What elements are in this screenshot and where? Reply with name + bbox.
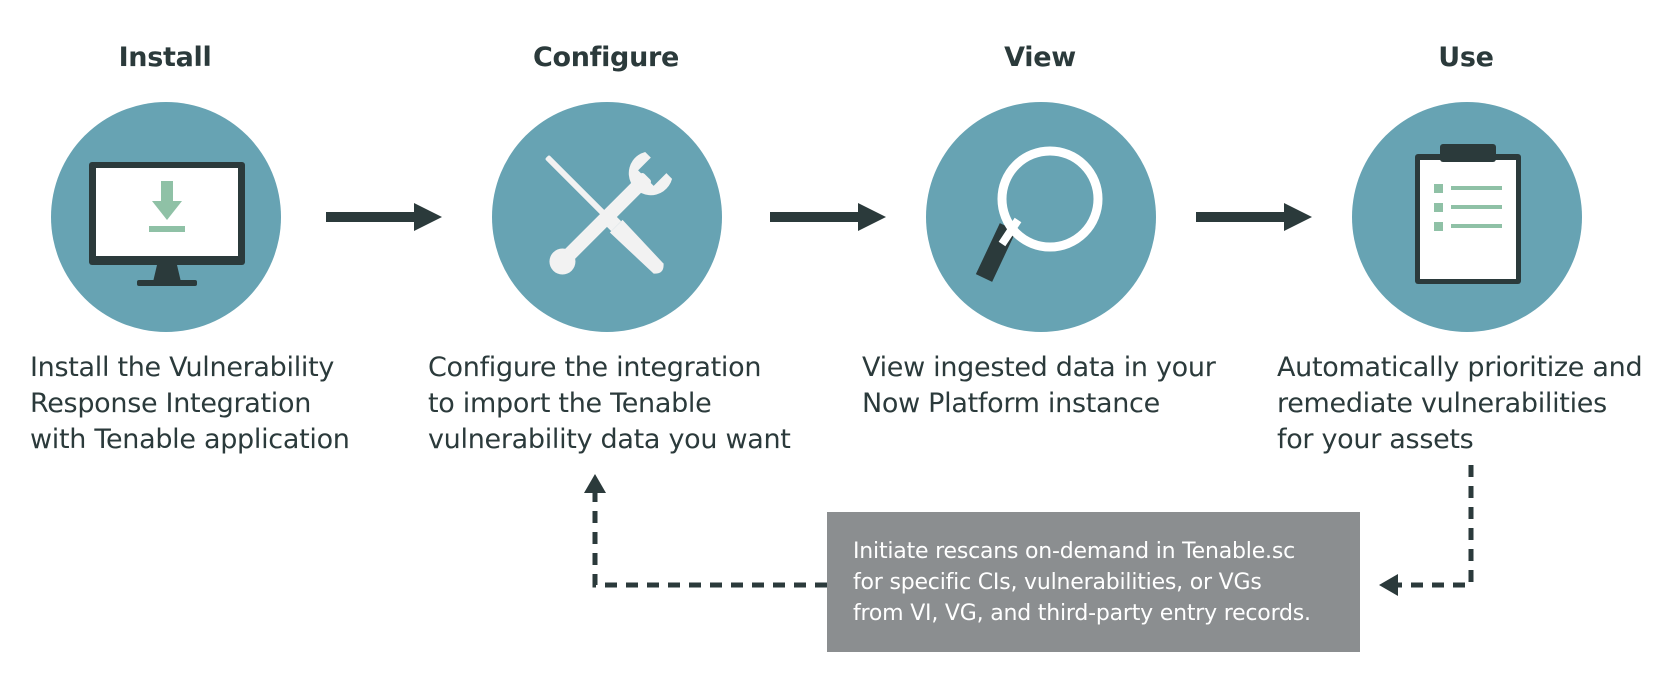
rescan-line: Initiate rescans on-demand in Tenable.sc xyxy=(853,539,1295,564)
description-line: vulnerability data you want xyxy=(428,424,791,455)
step-circle-view xyxy=(926,102,1156,332)
flow-arrow-right-icon xyxy=(326,203,442,231)
step-description-view: View ingested data in your Now Platform … xyxy=(862,350,1216,422)
step-circle-configure xyxy=(492,102,722,332)
flow-arrow-right-icon xyxy=(1196,203,1312,231)
description-line: to import the Tenable xyxy=(428,388,712,419)
step-title-configure: Configure xyxy=(532,42,680,73)
description-line: for your assets xyxy=(1277,424,1474,455)
description-line: View ingested data in your xyxy=(862,352,1216,383)
magnifier-icon xyxy=(975,146,1103,282)
description-line: Install the Vulnerability xyxy=(30,352,335,383)
description-line: Response Integration xyxy=(30,388,312,419)
flow-arrow-right-icon xyxy=(770,203,886,231)
arrowhead-left-icon xyxy=(1379,574,1398,596)
step-circle-install xyxy=(51,102,281,332)
description-line: Automatically prioritize and xyxy=(1277,352,1643,383)
step-title-view: View xyxy=(1004,42,1076,73)
rescan-line: for specific CIs, vulnerabilities, or VG… xyxy=(853,570,1262,595)
step-circle-use xyxy=(1352,102,1582,332)
rescan-info-box: Initiate rescans on-demand in Tenable.sc… xyxy=(827,512,1360,652)
rescan-line: from VI, VG, and third-party entry recor… xyxy=(853,601,1311,626)
step-description-configure: Configure the integration to import the … xyxy=(428,350,791,458)
arrowhead-up-icon xyxy=(584,474,606,493)
monitor-download-icon xyxy=(89,162,245,286)
description-line: Now Platform instance xyxy=(862,388,1160,419)
description-line: remediate vulnerabilities xyxy=(1277,388,1607,419)
clipboard-checklist-icon xyxy=(1415,144,1521,284)
description-line: Configure the integration xyxy=(428,352,762,383)
step-title-install: Install xyxy=(118,42,212,73)
description-line: with Tenable application xyxy=(30,424,350,455)
step-title-use: Use xyxy=(1438,42,1494,73)
step-description-install: Install the Vulnerability Response Integ… xyxy=(30,350,350,458)
wrench-screwdriver-icon xyxy=(545,151,673,275)
step-description-use: Automatically prioritize and remediate v… xyxy=(1277,350,1643,458)
